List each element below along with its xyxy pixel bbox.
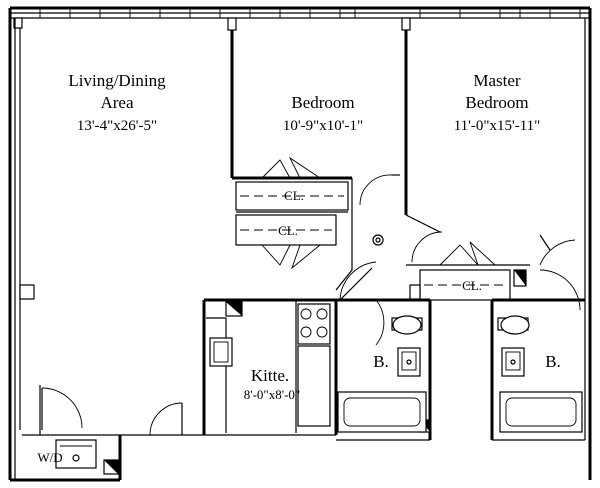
closet-1-label: CL. — [284, 188, 304, 203]
doors — [41, 156, 581, 436]
master-bedroom-name-1: Master — [473, 71, 521, 90]
bedroom-name: Bedroom — [291, 93, 354, 112]
closet-2-label: CL. — [278, 223, 298, 238]
bath-2-label: B. — [545, 352, 561, 371]
bedroom-dims: 10'-9"x10'-1" — [283, 118, 363, 134]
bath-1-label: B. — [373, 352, 389, 371]
closet-3-label: CL. — [462, 278, 482, 293]
interior-walls — [10, 30, 585, 482]
living-dining-name-1: Living/Dining — [68, 71, 166, 90]
living-dining-dims: 13'-4"x26'-5" — [77, 118, 157, 134]
fixtures — [55, 234, 583, 469]
room-labels: Living/Dining Area 13'-4"x26'-5" Bedroom… — [37, 71, 560, 465]
laundry-label: W/D — [37, 450, 62, 465]
living-dining-name-2: Area — [100, 93, 133, 112]
exterior-walls — [8, 6, 592, 480]
kitchen-dims: 8'-0"x8'-0" — [244, 387, 300, 402]
kitchen-name: Kitte. — [251, 366, 289, 385]
master-bedroom-name-2: Bedroom — [465, 93, 528, 112]
master-bedroom-dims: 11'-0"x15'-11" — [454, 118, 541, 134]
